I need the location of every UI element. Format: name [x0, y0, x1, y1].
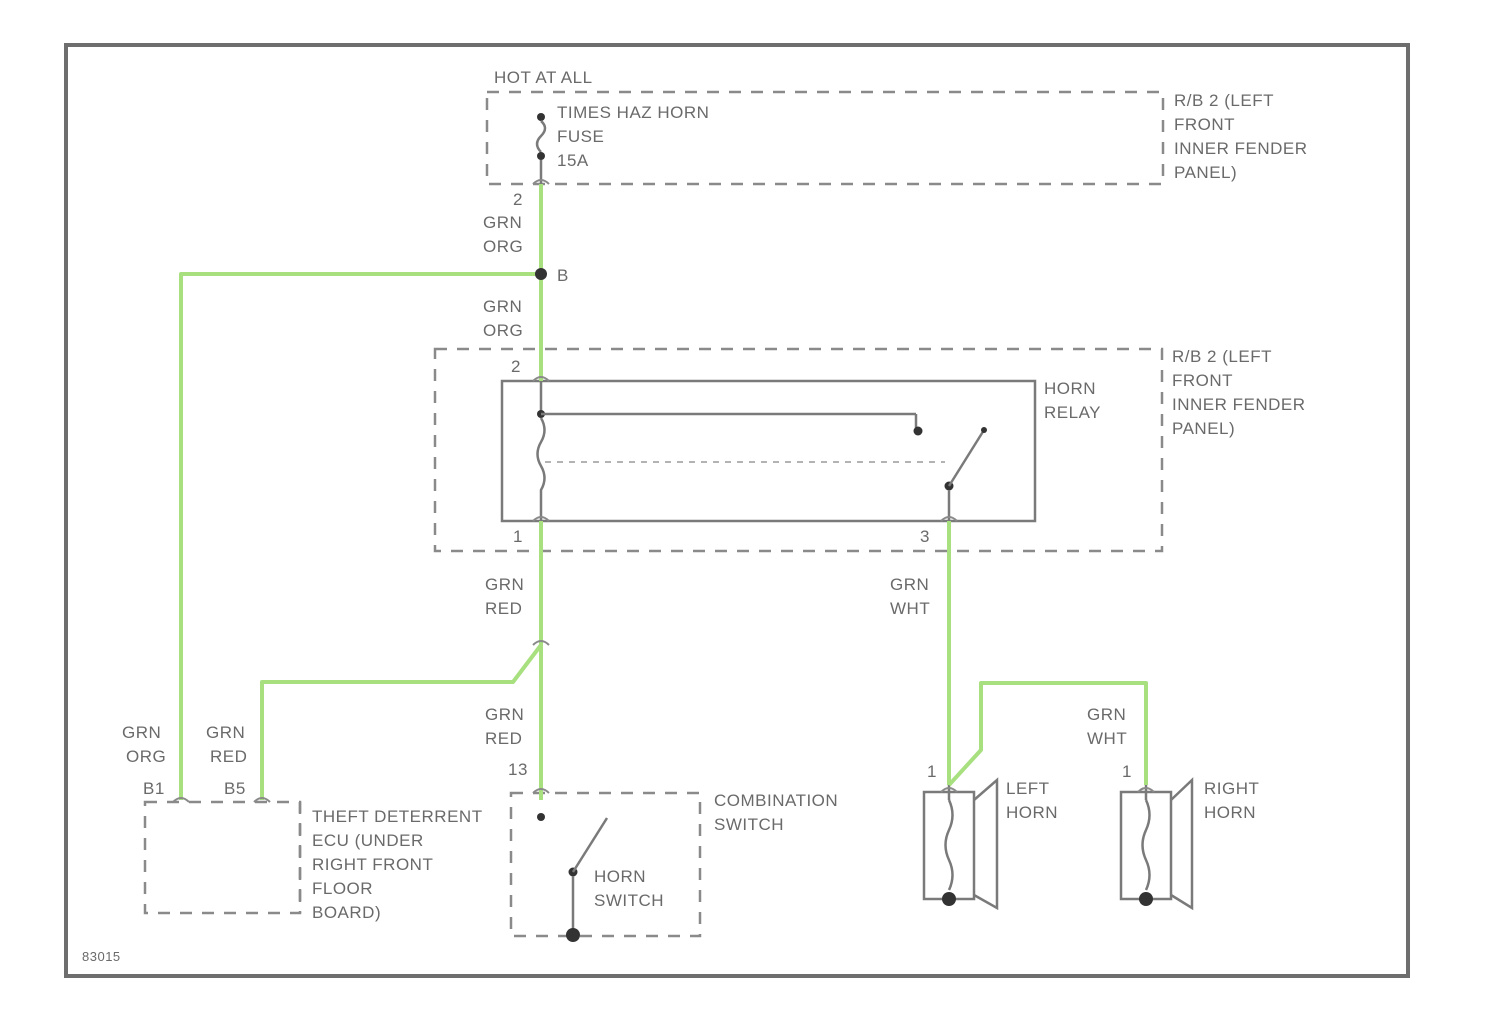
relay-pin-top: 2	[511, 357, 521, 376]
rb-top-line2: FRONT	[1174, 115, 1235, 134]
fuse-name-line1: TIMES HAZ HORN	[557, 103, 709, 122]
wire-color-low-left-b: RED	[485, 729, 522, 748]
wire-color-right-horn-b: WHT	[1087, 729, 1127, 748]
combination-switch-label-1: COMBINATION	[714, 791, 838, 810]
splice-label: B	[557, 266, 569, 285]
wire-color-top1-b: ORG	[483, 237, 523, 256]
horn-relay-label-1: HORN	[1044, 379, 1096, 398]
hot-at-all-label: HOT AT ALL	[494, 68, 593, 87]
right-horn-label-1: RIGHT	[1204, 779, 1259, 798]
left-horn-label-1: LEFT	[1006, 779, 1050, 798]
horn-relay-contact	[541, 414, 987, 521]
right-horn-pin: 1	[1122, 762, 1132, 781]
left-horn	[924, 780, 997, 908]
wire-color-low-left-a: GRN	[485, 705, 524, 724]
wire-color-ecu2-b: RED	[210, 747, 247, 766]
right-horn-label-2: HORN	[1204, 803, 1256, 822]
ecu-label-line1: THEFT DETERRENT	[312, 807, 483, 826]
rb-mid-line2: FRONT	[1172, 371, 1233, 390]
horn-switch-label-1: HORN	[594, 867, 646, 886]
horn-switch-label-2: SWITCH	[594, 891, 664, 910]
wire-color-ecu1-a: GRN	[122, 723, 161, 742]
wire-color-ecu1-b: ORG	[126, 747, 166, 766]
figure-id: 83015	[82, 949, 121, 964]
rb-mid-line3: INNER FENDER	[1172, 395, 1306, 414]
wire-color-top2-b: ORG	[483, 321, 523, 340]
ecu-pin-b1: B1	[143, 779, 165, 798]
ecu-label-line3: RIGHT FRONT	[312, 855, 433, 874]
wire-color-top2-a: GRN	[483, 297, 522, 316]
fuse-name-line2: FUSE	[557, 127, 604, 146]
wires	[181, 184, 1146, 800]
wire-color-top1-a: GRN	[483, 213, 522, 232]
rb-mid-line4: PANEL)	[1172, 419, 1235, 438]
fuse-rating: 15A	[557, 151, 589, 170]
relay-pin-bottom-left: 1	[513, 527, 523, 546]
combination-switch-label-2: SWITCH	[714, 815, 784, 834]
rb-mid-line1: R/B 2 (LEFT	[1172, 347, 1272, 366]
wire-color-mid-left-a: GRN	[485, 575, 524, 594]
horn-relay-body	[502, 381, 1035, 521]
fuse-pin-number: 2	[513, 190, 523, 209]
left-horn-pin: 1	[927, 762, 937, 781]
splice-point	[535, 268, 547, 280]
wire-color-mid-right-b: WHT	[890, 599, 930, 618]
rb-top-line1: R/B 2 (LEFT	[1174, 91, 1274, 110]
ecu-pin-b5: B5	[224, 779, 246, 798]
theft-deterrent-ecu	[145, 802, 300, 913]
rb-top-line4: PANEL)	[1174, 163, 1237, 182]
combo-switch-pin: 13	[508, 760, 528, 779]
wire-color-right-horn-a: GRN	[1087, 705, 1126, 724]
wire-color-mid-right-a: GRN	[890, 575, 929, 594]
ecu-label-line2: ECU (UNDER	[312, 831, 424, 850]
fuse-symbol	[537, 113, 545, 184]
rb-top-line3: INNER FENDER	[1174, 139, 1308, 158]
relay-pin-bottom-right: 3	[920, 527, 930, 546]
right-horn	[1121, 780, 1192, 908]
left-horn-label-2: HORN	[1006, 803, 1058, 822]
wire-color-ecu2-a: GRN	[206, 723, 245, 742]
horn-relay-coil	[537, 381, 545, 521]
ecu-label-line5: BOARD)	[312, 903, 381, 922]
wire-color-mid-left-b: RED	[485, 599, 522, 618]
ecu-label-line4: FLOOR	[312, 879, 373, 898]
horn-relay-label-2: RELAY	[1044, 403, 1101, 422]
